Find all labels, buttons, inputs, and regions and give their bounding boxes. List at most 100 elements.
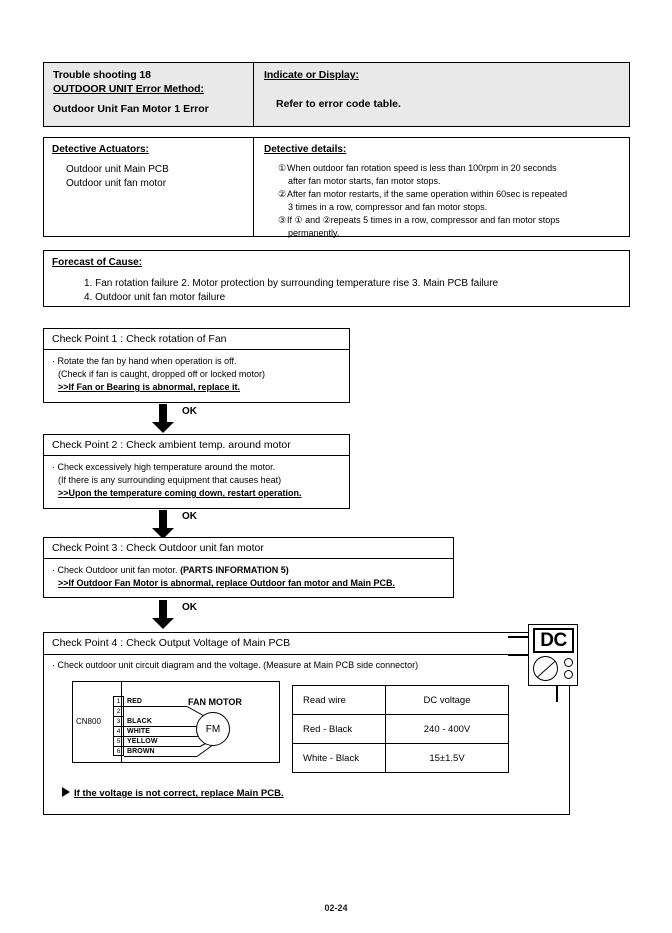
detail-number-1: ① bbox=[277, 163, 287, 173]
detail-text: When outdoor fan rotation speed is less … bbox=[287, 163, 557, 173]
arrow-3-label: OK bbox=[182, 602, 197, 613]
check-point-3-title: Check Point 3 : Check Outdoor unit fan m… bbox=[52, 542, 264, 554]
check-point-4-title: Check Point 4 : Check Output Voltage of … bbox=[52, 637, 291, 649]
check-point-4-body: · Check outdoor unit circuit diagram and… bbox=[52, 660, 419, 670]
check-point-3-result: >>If Outdoor Fan Motor is abnormal, repl… bbox=[58, 578, 396, 588]
page-number: 02-24 bbox=[324, 903, 348, 913]
header-block bbox=[43, 62, 630, 127]
cell-voltage-white-black: 15±1.5V bbox=[385, 743, 509, 773]
detail-text: 3 times in a row, compressor and fan mot… bbox=[288, 202, 488, 212]
meter-lead-bottom bbox=[556, 686, 558, 702]
pin-3: 3 bbox=[114, 717, 123, 727]
cp3-parts-info: (PARTS INFORMATION 5) bbox=[180, 565, 289, 575]
dc-multimeter-icon: DC bbox=[528, 624, 578, 686]
forecast-line-1: 1. Fan rotation failure 2. Motor protect… bbox=[84, 278, 499, 289]
detective-detail-1: ①When outdoor fan rotation speed is less… bbox=[277, 162, 557, 175]
meter-dial-icon bbox=[533, 656, 558, 681]
pin-6: 6 bbox=[116, 748, 121, 755]
detective-actuator-item: Outdoor unit fan motor bbox=[66, 178, 167, 189]
connector-label: CN800 bbox=[76, 717, 101, 726]
detective-detail-1-cont: after fan motor starts, fan motor stops. bbox=[288, 175, 441, 188]
forecast-title: Forecast of Cause: bbox=[52, 257, 143, 268]
check-point-2-body-line-1: · Check excessively high temperature aro… bbox=[52, 462, 276, 472]
wire-label-red: RED bbox=[127, 698, 143, 705]
flow-arrow-2 bbox=[152, 510, 174, 539]
dc-label: DC bbox=[533, 628, 574, 653]
check-point-1-result: >>If Fan or Bearing is abnormal, replace… bbox=[58, 382, 241, 392]
detective-details-title: Detective details: bbox=[264, 144, 347, 155]
trouble-shooting-number: Trouble shooting 18 bbox=[53, 69, 151, 81]
detail-text: permanently. bbox=[288, 228, 340, 238]
final-note: If the voltage is not correct, replace M… bbox=[62, 787, 284, 799]
wire-run-red bbox=[124, 706, 187, 707]
cell-wire-white-black: White - Black bbox=[292, 743, 386, 773]
wire-run-black bbox=[124, 726, 200, 727]
check-point-2-result: >>Upon the temperature coming down, rest… bbox=[58, 488, 302, 498]
indicate-display-body: Refer to error code table. bbox=[276, 98, 401, 110]
cp3-body-prefix: · Check Outdoor unit fan motor. bbox=[52, 565, 181, 575]
connector-pin-stack: 1 2 3 4 5 6 bbox=[113, 696, 124, 756]
wire-label-brown: BROWN bbox=[127, 748, 155, 755]
pin-1: 1 bbox=[114, 697, 123, 707]
error-name: Outdoor Unit Fan Motor 1 Error bbox=[53, 103, 209, 115]
detective-detail-2-cont: 3 times in a row, compressor and fan mot… bbox=[288, 201, 487, 214]
col-header-read-wire: Read wire bbox=[292, 685, 386, 715]
table-header-row: Read wire DC voltage bbox=[292, 685, 509, 715]
check-point-1-title: Check Point 1 : Check rotation of Fan bbox=[52, 333, 227, 345]
forecast-block bbox=[43, 250, 630, 307]
arrow-1-label: OK bbox=[182, 406, 197, 417]
table-row: White - Black 15±1.5V bbox=[292, 743, 509, 773]
meter-lead-top bbox=[508, 636, 529, 638]
check-point-1-block bbox=[43, 328, 350, 403]
check-point-2-title: Check Point 2 : Check ambient temp. arou… bbox=[52, 439, 291, 451]
detail-text: after fan motor starts, fan motor stops. bbox=[288, 176, 441, 186]
wire-label-black: BLACK bbox=[127, 718, 152, 725]
final-note-text: If the voltage is not correct, replace M… bbox=[74, 788, 284, 799]
cp1-header-divider bbox=[44, 349, 349, 350]
voltage-table: Read wire DC voltage Red - Black 240 - 4… bbox=[292, 685, 509, 773]
fan-motor-label: FAN MOTOR bbox=[188, 697, 242, 707]
detail-text: After fan motor restarts, if the same op… bbox=[287, 189, 568, 199]
flow-arrow-1 bbox=[152, 404, 174, 433]
detective-block bbox=[43, 137, 630, 237]
check-point-3-body: · Check Outdoor unit fan motor. (PARTS I… bbox=[52, 564, 289, 578]
cp3-header-divider bbox=[44, 558, 453, 559]
cp2-header-divider bbox=[44, 455, 349, 456]
fan-motor-symbol: FM bbox=[196, 712, 230, 746]
wire-run-brown bbox=[124, 756, 197, 757]
table-row: Red - Black 240 - 400V bbox=[292, 714, 509, 744]
arrow-2-label: OK bbox=[182, 511, 197, 522]
wiring-diagram-divider bbox=[121, 682, 122, 762]
cp4-header-divider bbox=[44, 654, 569, 655]
detective-actuators-title: Detective Actuators: bbox=[52, 144, 149, 155]
cell-voltage-red-black: 240 - 400V bbox=[385, 714, 509, 744]
wire-run-white bbox=[124, 736, 197, 737]
indicate-display-title: Indicate or Display: bbox=[264, 69, 359, 81]
pin-2: 2 bbox=[114, 707, 123, 717]
wiring-diagram bbox=[72, 681, 280, 763]
meter-probe-jack-2-icon bbox=[564, 670, 573, 679]
cell-wire-red-black: Red - Black bbox=[292, 714, 386, 744]
check-point-1-body-line-1: · Rotate the fan by hand when operation … bbox=[52, 356, 237, 366]
check-point-2-block bbox=[43, 434, 350, 509]
check-point-1-body-line-2: (Check if fan is caught, dropped off or … bbox=[58, 369, 265, 379]
detail-number-2: ② bbox=[277, 189, 287, 199]
pin-5: 5 bbox=[114, 737, 123, 747]
wire-label-yellow: YELLOW bbox=[127, 738, 158, 745]
wire-run-yellow bbox=[124, 746, 200, 747]
check-point-2-body-line-2: (If there is any surrounding equipment t… bbox=[58, 475, 282, 485]
flow-arrow-3 bbox=[152, 600, 174, 629]
detective-detail-3: ③If ① and ②repeats 5 times in a row, com… bbox=[277, 214, 560, 227]
detective-actuator-item: Outdoor unit Main PCB bbox=[66, 164, 169, 175]
detail-number-3: ③ bbox=[277, 215, 287, 225]
detective-detail-3-cont: permanently. bbox=[288, 227, 339, 240]
detail-text: If ① and ②repeats 5 times in a row, comp… bbox=[287, 215, 560, 225]
check-point-3-block bbox=[43, 537, 454, 598]
wire-label-white: WHITE bbox=[127, 728, 151, 735]
error-method-title: OUTDOOR UNIT Error Method: bbox=[53, 83, 204, 95]
detective-detail-2: ②After fan motor restarts, if the same o… bbox=[277, 188, 567, 201]
pin-4: 4 bbox=[114, 727, 123, 737]
detective-divider bbox=[253, 138, 254, 236]
header-divider bbox=[253, 63, 254, 126]
